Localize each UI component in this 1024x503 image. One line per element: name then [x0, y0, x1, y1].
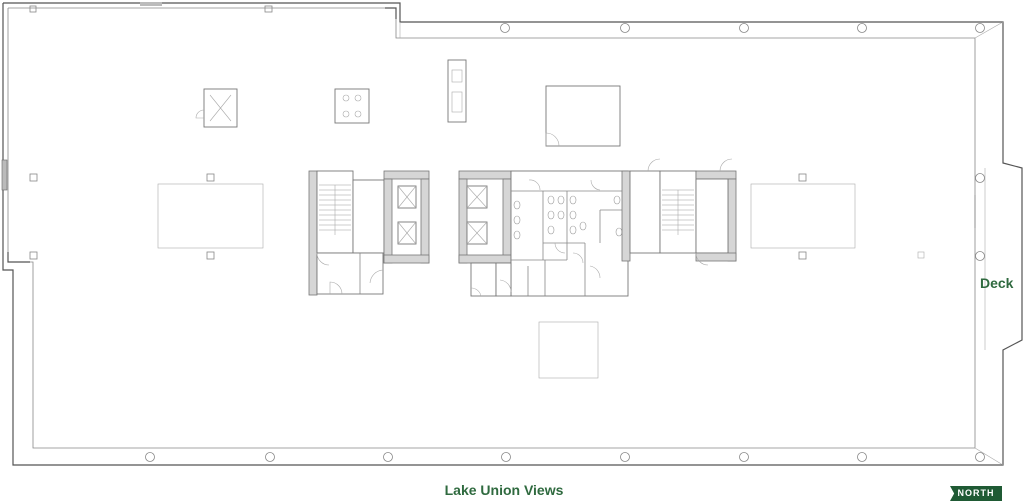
deck-label: Deck — [980, 275, 1014, 291]
views-label: Lake Union Views — [444, 482, 564, 498]
east-core — [621, 158, 737, 266]
central-core — [458, 170, 629, 297]
perimeter-columns — [145, 23, 985, 462]
shafts — [195, 59, 467, 128]
interior-columns — [29, 2, 925, 260]
west-core — [308, 170, 430, 296]
corner-brackets — [1, 7, 397, 263]
north-arrow-badge: NORTH — [950, 486, 1002, 501]
open-rooms — [157, 85, 856, 379]
